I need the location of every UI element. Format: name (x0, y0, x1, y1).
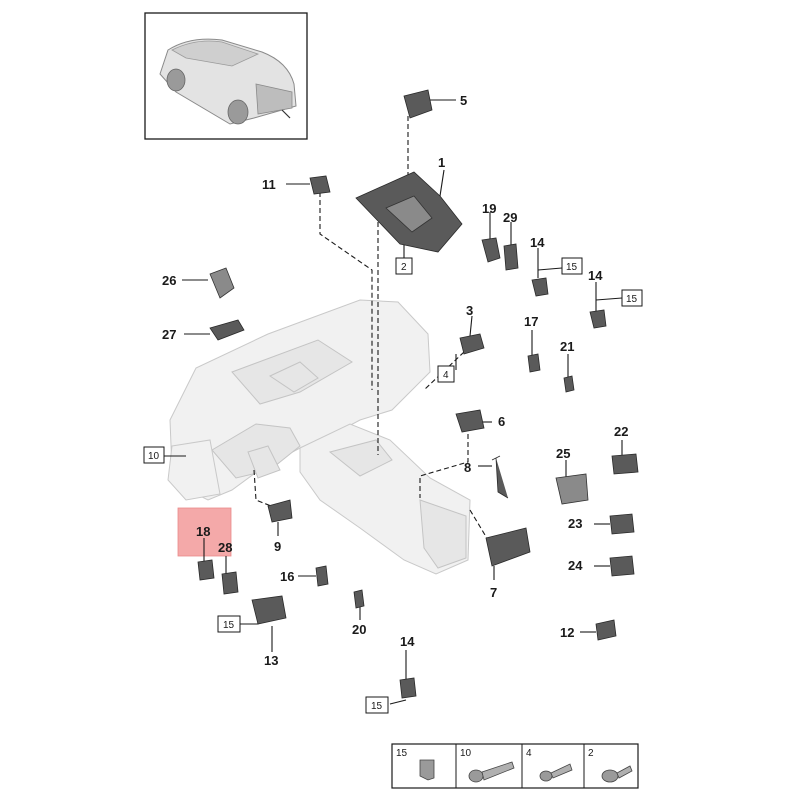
fastener-legend: 15 10 4 2 (391, 743, 639, 789)
callout-14b: 14 (588, 268, 603, 283)
part-14c (399, 677, 417, 699)
box-ref-2: 2 (401, 262, 407, 273)
box-ref-4: 4 (443, 370, 449, 381)
callout-6: 6 (498, 414, 505, 429)
callout-1: 1 (438, 155, 445, 170)
legend-15: 15 (396, 748, 408, 759)
callout-25: 25 (556, 446, 570, 461)
box-ref-15d: 15 (371, 701, 383, 712)
callout-9: 9 (274, 539, 281, 554)
callout-14a: 14 (530, 235, 545, 250)
box-ref-15a: 15 (566, 262, 578, 273)
part-3 (459, 333, 485, 355)
part-11 (309, 175, 331, 195)
part-6 (455, 409, 485, 433)
boxed-references: 2 15 15 4 10 15 15 (143, 257, 643, 714)
part-12 (595, 619, 617, 641)
callout-20: 20 (352, 622, 366, 637)
part-21 (563, 375, 575, 393)
callout-17: 17 (524, 314, 538, 329)
callout-3: 3 (466, 303, 473, 318)
part-16 (315, 565, 329, 587)
part-1-inner (385, 195, 433, 233)
part-9 (267, 499, 293, 523)
callout-12: 12 (560, 625, 574, 640)
clip-icon (419, 759, 435, 781)
callout-11: 11 (262, 177, 276, 192)
part-24 (609, 555, 635, 577)
legend-4: 4 (526, 748, 532, 759)
callout-22: 22 (614, 424, 628, 439)
callout-8: 8 (464, 460, 471, 475)
legend-2: 2 (588, 748, 594, 759)
callout-16: 16 (280, 569, 294, 584)
part-17 (527, 353, 541, 373)
callout-5: 5 (460, 93, 467, 108)
part-14b (589, 309, 607, 329)
box-ref-15b: 15 (626, 294, 638, 305)
callout-29: 29 (503, 210, 517, 225)
part-8 (491, 455, 509, 499)
part-18 (197, 559, 215, 581)
callout-13: 13 (264, 653, 278, 668)
callout-21: 21 (560, 339, 574, 354)
callout-26: 26 (162, 273, 176, 288)
part-20 (353, 589, 365, 609)
box-ref-10: 10 (148, 451, 160, 462)
callout-23: 23 (568, 516, 582, 531)
dashboard-assembly-ghost (167, 299, 471, 575)
part-26 (209, 267, 235, 299)
parts (197, 89, 639, 699)
box-ref-15c: 15 (223, 620, 235, 631)
bolt-long-icon (468, 761, 515, 783)
part-13 (251, 595, 287, 625)
part-22 (611, 453, 639, 475)
screw-flange-icon (601, 765, 633, 783)
callout-labels: 5 1 11 19 29 14 14 26 3 17 27 21 6 22 25… (162, 93, 628, 668)
callout-24: 24 (568, 558, 583, 573)
legend-10: 10 (460, 748, 472, 759)
part-19 (481, 237, 501, 263)
part-7 (485, 527, 531, 567)
callout-18: 18 (196, 524, 210, 539)
callout-7: 7 (490, 585, 497, 600)
vehicle-thumbnail (144, 12, 308, 140)
part-27 (209, 319, 245, 341)
callout-19: 19 (482, 201, 496, 216)
part-5 (403, 89, 433, 119)
callout-14c: 14 (400, 634, 415, 649)
part-28 (221, 571, 239, 595)
part-29 (503, 243, 519, 271)
part-25 (555, 473, 589, 505)
callout-28: 28 (218, 540, 232, 555)
callout-27: 27 (162, 327, 176, 342)
part-14a (531, 277, 549, 297)
bolt-short-icon (539, 763, 573, 782)
part-23 (609, 513, 635, 535)
